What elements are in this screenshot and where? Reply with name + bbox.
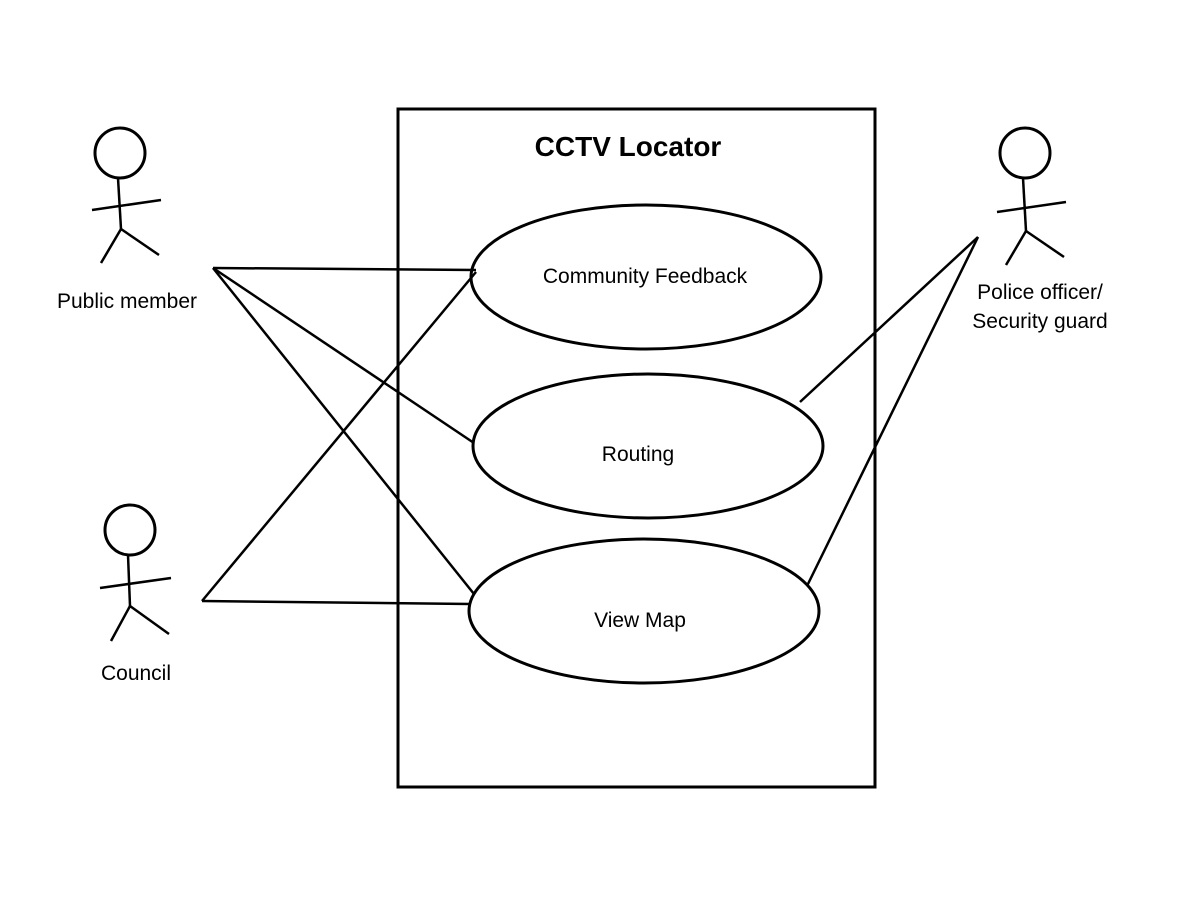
actor-label: Public member bbox=[57, 290, 197, 313]
actor-label: Council bbox=[101, 662, 171, 685]
stick-figure-icon bbox=[99, 503, 172, 642]
use-case-ellipse bbox=[469, 203, 823, 351]
assoc-public-routing bbox=[212, 266, 475, 445]
use-case-label: View Map bbox=[594, 609, 686, 632]
assoc-police-routing bbox=[799, 236, 979, 403]
assoc-council-view-map bbox=[201, 599, 471, 606]
actor-police-security: Police officer/ Security guard bbox=[972, 126, 1108, 333]
use-case-routing: Routing bbox=[471, 372, 825, 520]
use-case-ellipse bbox=[471, 372, 825, 520]
assoc-public-community-feedback bbox=[212, 266, 477, 272]
use-case-ellipse bbox=[467, 537, 821, 685]
use-case-community-feedback: Community Feedback bbox=[469, 203, 823, 351]
stick-figure-icon bbox=[996, 126, 1067, 266]
system-title: CCTV Locator bbox=[535, 131, 722, 162]
assoc-police-view-map bbox=[805, 236, 980, 587]
use-case-label: Community Feedback bbox=[543, 265, 748, 288]
actor-public-member: Public member bbox=[57, 126, 197, 313]
actor-label-line-1: Police officer/ bbox=[977, 281, 1103, 304]
actor-council: Council bbox=[99, 503, 172, 685]
actor-label-line-2: Security guard bbox=[972, 310, 1107, 333]
use-case-label: Routing bbox=[602, 443, 674, 466]
use-case-view-map: View Map bbox=[467, 537, 821, 685]
assoc-council-community-feedback bbox=[201, 271, 477, 602]
associations bbox=[201, 236, 980, 606]
stick-figure-icon bbox=[91, 126, 162, 264]
